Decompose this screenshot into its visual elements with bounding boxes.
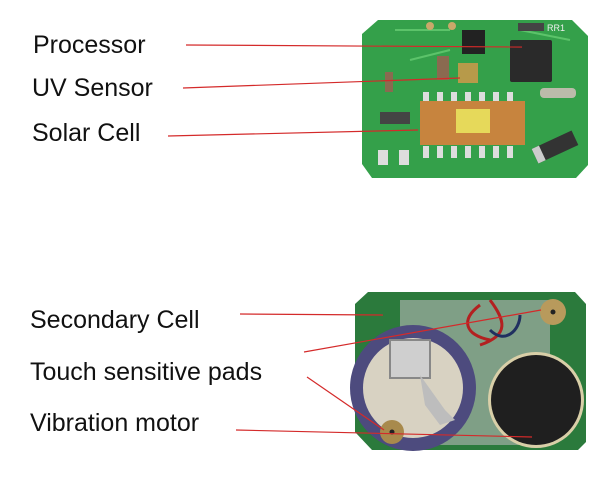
solar-cell-leader-line — [167, 129, 419, 137]
pcb-bottom-photo — [350, 292, 586, 451]
touch-pad-leader-line-2 — [306, 376, 385, 431]
processor-leader-line — [185, 44, 523, 48]
label-vibration-motor: Vibration motor — [30, 409, 200, 437]
uv-sensor-chip — [458, 63, 478, 83]
label-touch-pads: Touch sensitive pads — [30, 358, 263, 386]
vibration-motor-leader-line — [235, 429, 533, 438]
pcb-top-photo: RR1 — [362, 20, 588, 178]
rr1-silkscreen: RR1 — [547, 23, 565, 33]
label-solar-cell: Solar Cell — [32, 119, 141, 147]
processor-chip — [510, 40, 552, 82]
uv-sensor-leader-line — [182, 77, 461, 89]
label-processor: Processor — [33, 31, 146, 59]
small-chip — [462, 30, 485, 54]
label-secondary-cell: Secondary Cell — [30, 306, 200, 334]
touch-pad-leader-line-1 — [303, 309, 542, 353]
label-uv-sensor: UV Sensor — [32, 74, 153, 102]
secondary-cell-leader-line — [239, 313, 384, 316]
